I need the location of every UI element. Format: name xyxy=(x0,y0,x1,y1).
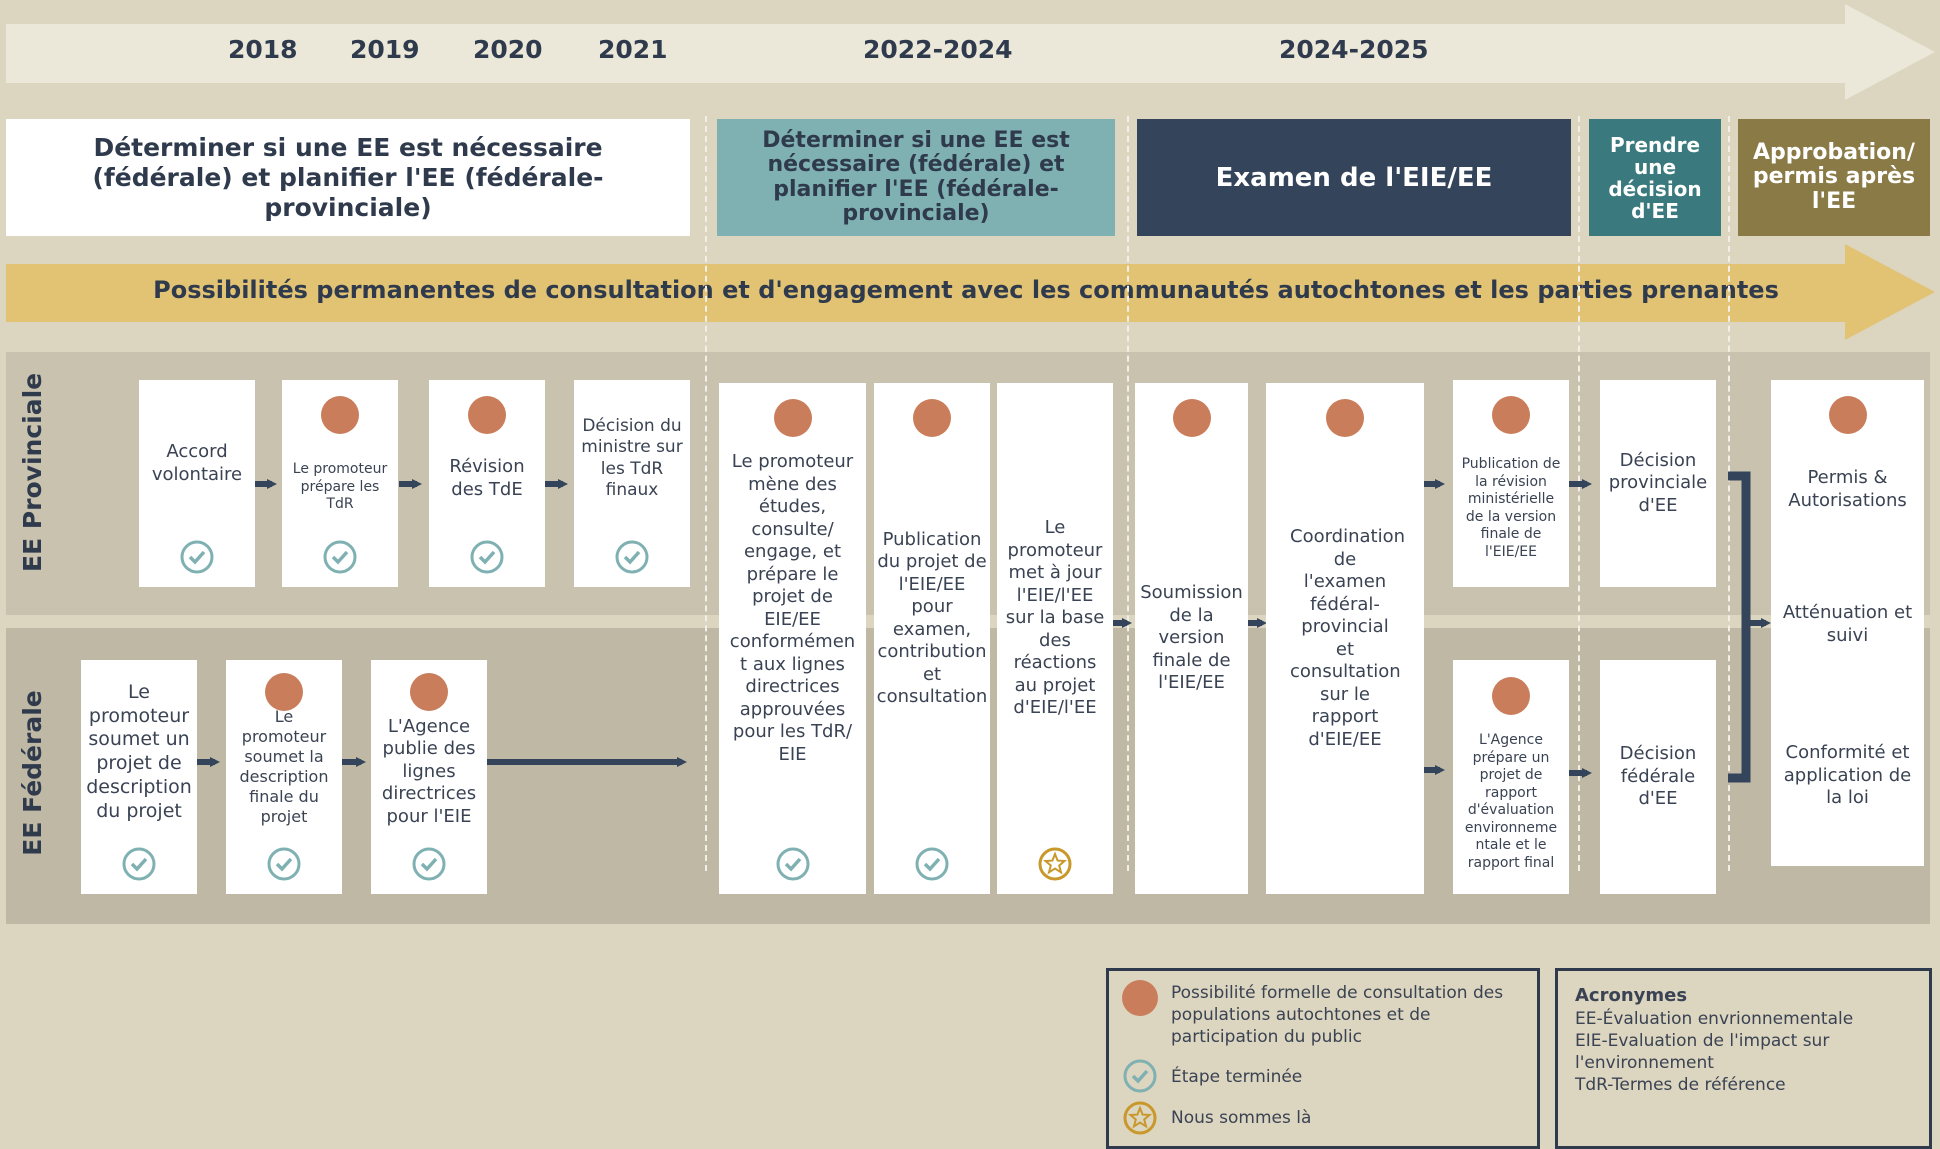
divider-1 xyxy=(705,116,707,871)
card-publication-revision: Publication de la révision ministérielle… xyxy=(1453,380,1569,587)
card-mise-a-jour-label: Le promoteur met à jour l'EIE/l'EE sur l… xyxy=(1005,517,1105,719)
card-coordination: Coordination de l'examen fédéral-provinc… xyxy=(1266,383,1424,894)
card-agence-lignes-label: L'Agence publie des lignes directrices p… xyxy=(381,715,477,827)
legend-completed-label: Étape terminée xyxy=(1171,1067,1303,1087)
card-studies-label: Le promoteur mène des études, consulte/ … xyxy=(729,451,856,765)
person-pair-icon xyxy=(1828,396,1867,434)
card-fed-description-label: Le promoteur soumet un projet de descrip… xyxy=(86,680,192,822)
phase-decision: Prendre une décision d'EE xyxy=(1589,119,1721,236)
card-decision-federale: Décision fédérale d'EE xyxy=(1600,660,1716,894)
card-accord-volontaire-label: Accord volontaire xyxy=(151,441,243,485)
card-agence-rapport-label: L'Agence prépare un projet de rapport d'… xyxy=(1464,732,1558,871)
engagement-banner-label: Possibilités permanentes de consultation… xyxy=(153,276,1779,304)
check-circle-icon xyxy=(915,847,949,881)
phase-approval-label: Approbation/ permis après l'EE xyxy=(1752,140,1916,214)
card-studies: Le promoteur mène des études, consulte/ … xyxy=(719,383,866,894)
check-circle-icon xyxy=(470,540,504,574)
check-circle-icon xyxy=(267,847,301,881)
card-soumission: Soumission de la version finale de l'EIE… xyxy=(1135,383,1248,894)
card-prov-tdr-label: Le promoteur prépare les TdR xyxy=(292,461,388,513)
year-2019: 2019 xyxy=(350,35,420,64)
divider-4 xyxy=(1728,116,1730,871)
check-circle-icon xyxy=(1123,1059,1157,1093)
card-mise-a-jour: Le promoteur met à jour l'EIE/l'EE sur l… xyxy=(997,383,1113,894)
acronym-ee: EE-Évaluation envrionnementale xyxy=(1575,1009,1854,1029)
card-fed-final-description-label: Le promoteur soumet la description final… xyxy=(239,707,329,826)
timeline-arrow xyxy=(6,4,1935,100)
card-publication-projet: Publication du projet de l'EIE/EE pour e… xyxy=(874,383,990,894)
card-publication-projet-label: Publication du projet de l'EIE/EE pour e… xyxy=(876,528,988,708)
card-attenuation-label: Atténuation et suivi xyxy=(1782,602,1913,646)
year-2024-2025: 2024-2025 xyxy=(1279,35,1429,64)
person-pair-icon xyxy=(1492,677,1530,715)
phase-approval: Approbation/ permis après l'EE xyxy=(1738,119,1930,236)
person-pair-icon xyxy=(1326,399,1364,437)
phase-decision-label: Prendre une décision d'EE xyxy=(1608,132,1702,223)
acronym-tdr: TdR-Termes de référence xyxy=(1575,1075,1786,1095)
card-coordination-label: Coordination de l'examen fédéral-provinc… xyxy=(1290,526,1406,750)
person-pair-icon xyxy=(410,673,448,711)
person-pair-icon xyxy=(321,396,359,434)
check-circle-icon xyxy=(180,540,214,574)
acronym-eie: EIE-Evaluation de l'impact sur l'environ… xyxy=(1575,1031,1830,1074)
person-pair-icon xyxy=(913,399,951,437)
card-soumission-label: Soumission de la version finale de l'EIE… xyxy=(1140,582,1243,694)
card-conformite-label: Conformité et application de la loi xyxy=(1783,742,1912,808)
card-decision-ministre-label: Décision du ministre sur les TdR finaux xyxy=(581,416,683,500)
phase-planning-2-label: Déterminer si une EE est nécessaire (féd… xyxy=(762,128,1070,226)
person-pair-icon xyxy=(468,396,506,434)
card-decision-provinciale-label: Décision provinciale d'EE xyxy=(1608,449,1708,516)
phase-review: Examen de l'EIE/EE xyxy=(1137,119,1571,236)
phase-planning-1-label: Déterminer si une EE est nécessaire (féd… xyxy=(92,132,604,222)
card-decision-ministre: Décision du ministre sur les TdR finaux xyxy=(574,380,690,587)
star-circle-icon xyxy=(1123,1101,1157,1135)
check-circle-icon xyxy=(615,540,649,574)
person-pair-icon xyxy=(1122,980,1158,1016)
card-publication-revision-label: Publication de la révision ministérielle… xyxy=(1461,456,1561,560)
check-circle-icon xyxy=(323,540,357,574)
person-pair-icon xyxy=(1172,399,1211,437)
legend-current-label: Nous sommes là xyxy=(1171,1108,1312,1128)
divider-2 xyxy=(1127,116,1129,871)
acronyms-box xyxy=(1555,968,1932,1149)
card-agence-lignes: L'Agence publie des lignes directrices p… xyxy=(371,660,487,894)
card-fed-description: Le promoteur soumet un projet de descrip… xyxy=(81,660,197,894)
person-pair-icon xyxy=(773,399,812,437)
acronyms-title: Acronymes xyxy=(1575,985,1688,1006)
check-circle-icon xyxy=(122,847,156,881)
phase-planning-2: Déterminer si une EE est nécessaire (féd… xyxy=(717,119,1115,236)
phase-review-label: Examen de l'EIE/EE xyxy=(1215,162,1493,193)
card-permis-label: Permis & Autorisations xyxy=(1788,467,1907,511)
legend-consultation-label: Possibilité formelle de consultation des… xyxy=(1171,983,1504,1048)
year-2021: 2021 xyxy=(598,35,668,64)
card-prov-tdr: Le promoteur prépare les TdR xyxy=(282,380,398,587)
check-circle-icon xyxy=(412,847,446,881)
card-decision-federale-label: Décision fédérale d'EE xyxy=(1619,743,1697,810)
year-2020: 2020 xyxy=(473,35,543,64)
engagement-banner-arrow xyxy=(6,244,1935,340)
person-pair-icon xyxy=(1492,396,1530,434)
star-circle-icon xyxy=(1038,847,1072,881)
legend-box xyxy=(1106,968,1540,1149)
year-2018: 2018 xyxy=(228,35,298,64)
card-revision-tde-label: Révision des TdE xyxy=(449,456,525,500)
divider-3 xyxy=(1578,116,1580,871)
card-decision-provinciale: Décision provinciale d'EE xyxy=(1600,380,1716,587)
card-approval: Permis & Autorisations Atténuation et su… xyxy=(1771,380,1924,866)
card-accord-volontaire: Accord volontaire xyxy=(139,380,255,587)
card-revision-tde: Révision des TdE xyxy=(429,380,545,587)
person-pair-icon xyxy=(265,673,303,711)
phase-planning-1: Déterminer si une EE est nécessaire (féd… xyxy=(6,119,690,236)
card-agence-rapport: L'Agence prépare un projet de rapport d'… xyxy=(1453,660,1569,894)
check-circle-icon xyxy=(776,847,809,881)
year-2022-2024: 2022-2024 xyxy=(863,35,1013,64)
card-fed-final-description: Le promoteur soumet la description final… xyxy=(226,660,342,894)
